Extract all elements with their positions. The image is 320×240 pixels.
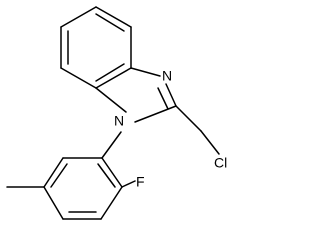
bond (95, 67, 132, 89)
double-bond-inner (50, 163, 68, 188)
atom-label-n-ring: N (114, 113, 124, 129)
atom-label-fluorine: F (136, 174, 145, 190)
bond (175, 105, 202, 132)
double-bond-inner (95, 13, 125, 32)
fluoro-bond (121, 180, 136, 188)
bond (130, 67, 161, 77)
bond (95, 87, 127, 113)
imidazole-ring (95, 67, 177, 123)
bond (134, 105, 177, 123)
atom-label-chlorine: Cl (214, 155, 227, 171)
bond (100, 186, 123, 220)
bond (165, 83, 177, 107)
double-bond (157, 87, 169, 110)
bond (95, 6, 132, 28)
chloromethyl-group (175, 105, 220, 155)
bond (60, 6, 97, 28)
atom-label-n-imine: N (162, 68, 172, 84)
bond (60, 67, 97, 89)
bond (43, 157, 64, 188)
double-bond-inner (95, 63, 125, 82)
fluoro-methyl-phenyl-ring (43, 131, 123, 220)
atom-labels: N N Cl F (114, 68, 227, 190)
bond (101, 131, 122, 159)
bond (101, 157, 123, 188)
molecule-structure-diagram: N N Cl F (6, 6, 227, 220)
substituent-bonds (6, 180, 136, 188)
bond (43, 186, 64, 220)
double-bond-inner (97, 163, 116, 188)
bond (200, 130, 220, 155)
benzene-ring-fused (60, 6, 132, 89)
